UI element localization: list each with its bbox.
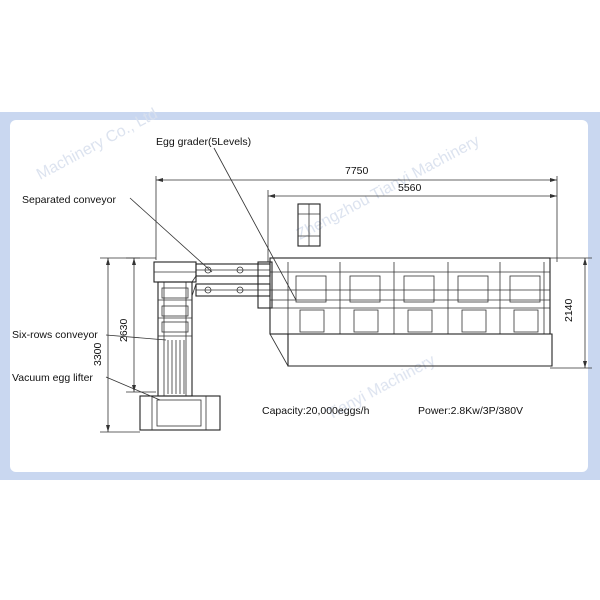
six-rows-conveyor [157, 281, 193, 397]
svg-text:Machinery Co., Ltd: Machinery Co., Ltd [34, 105, 161, 183]
vacuum-egg-lifter [139, 395, 221, 431]
dimension-3300: 3300 [92, 257, 140, 433]
dimension-2140-label: 2140 [563, 298, 575, 322]
drawing-panel [10, 120, 588, 472]
separated-conveyor-label: Separated conveyor [22, 194, 116, 206]
separated-conveyor [153, 261, 271, 297]
dimension-7750: 7750 [155, 165, 558, 262]
egg-grader-label: Egg grader(5Levels) [156, 136, 251, 148]
dimension-2630-label: 2630 [118, 318, 130, 342]
six-rows-conveyor-label: Six-rows conveyor [12, 329, 98, 341]
power-text: Power:2.8Kw/3P/380V [418, 405, 523, 417]
dimension-2630: 2630 [118, 257, 156, 393]
dimension-2140: 2140 [550, 257, 592, 369]
leader-lines [105, 147, 297, 401]
dimension-5560-label: 5560 [398, 182, 422, 194]
svg-text:Zhengzhou Tianyi Machinery: Zhengzhou Tianyi Machinery [294, 132, 483, 243]
dimension-5560: 5560 [267, 182, 557, 262]
egg-grader [257, 203, 553, 367]
dimension-3300-label: 3300 [92, 342, 104, 366]
capacity-text: Capacity:20,000eggs/h [262, 405, 370, 417]
vacuum-egg-lifter-label: Vacuum egg lifter [12, 372, 93, 384]
dimension-7750-label: 7750 [345, 165, 369, 177]
